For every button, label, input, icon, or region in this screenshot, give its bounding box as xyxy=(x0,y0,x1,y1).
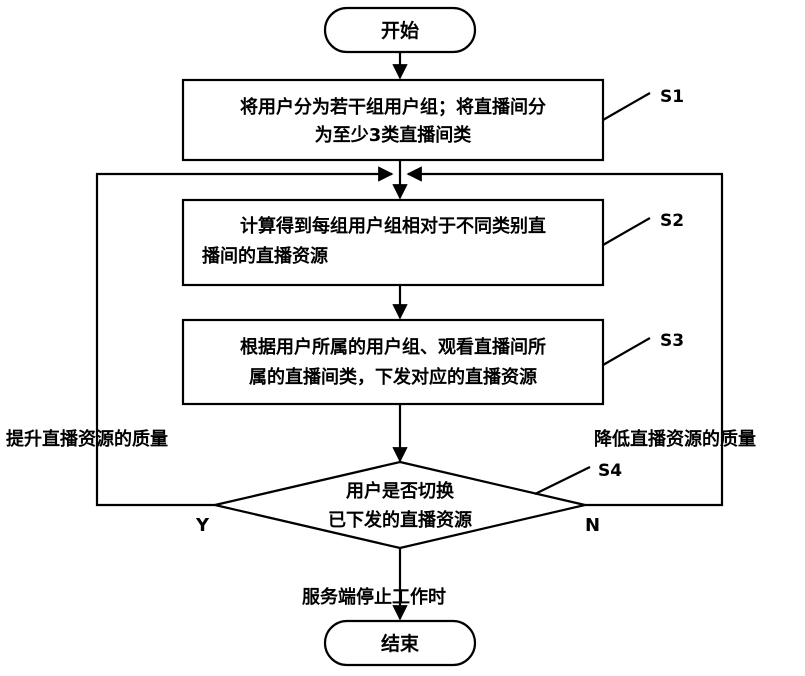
step-s3-leader xyxy=(603,338,650,365)
start-label: 开始 xyxy=(381,19,419,42)
step-s2-line-1: 计算得到每组用户组相对于不同类别直 xyxy=(240,215,546,237)
step-s2-line-2: 播间的直播资源 xyxy=(202,245,328,267)
step-s2-leader xyxy=(603,218,650,245)
decision-s4-diamond xyxy=(215,462,585,548)
step-s3-line-2: 属的直播间类，下发对应的直播资源 xyxy=(249,366,537,388)
step-s1-id: S1 xyxy=(660,87,684,107)
exit-condition-label: 服务端停止工作时 xyxy=(302,586,446,608)
yes-action-label: 提升直播资源的质量 xyxy=(6,428,168,450)
step-s1-line-1: 将用户分为若干组用户组；将直播间分 xyxy=(240,96,546,118)
step-s1-leader xyxy=(603,93,650,120)
step-s2-id: S2 xyxy=(660,211,684,231)
step-s1-box xyxy=(183,80,603,160)
step-s3-box xyxy=(183,320,603,404)
yes-label: Y xyxy=(195,515,210,536)
no-label: N xyxy=(585,515,600,536)
decision-s4-line-1: 用户是否切换 xyxy=(346,480,455,502)
decision-s4-leader xyxy=(535,467,590,494)
no-action-label: 降低直播资源的质量 xyxy=(594,428,756,450)
step-s1-line-2: 为至少3类直播间类 xyxy=(315,124,473,146)
end-label: 结束 xyxy=(381,632,420,655)
step-s2-box xyxy=(183,200,603,285)
decision-s4-id: S4 xyxy=(598,461,622,481)
step-s3-id: S3 xyxy=(660,331,684,351)
decision-s4-line-2: 已下发的直播资源 xyxy=(328,509,472,531)
step-s3-line-1: 根据用户所属的用户组、观看直播间所 xyxy=(240,336,546,358)
